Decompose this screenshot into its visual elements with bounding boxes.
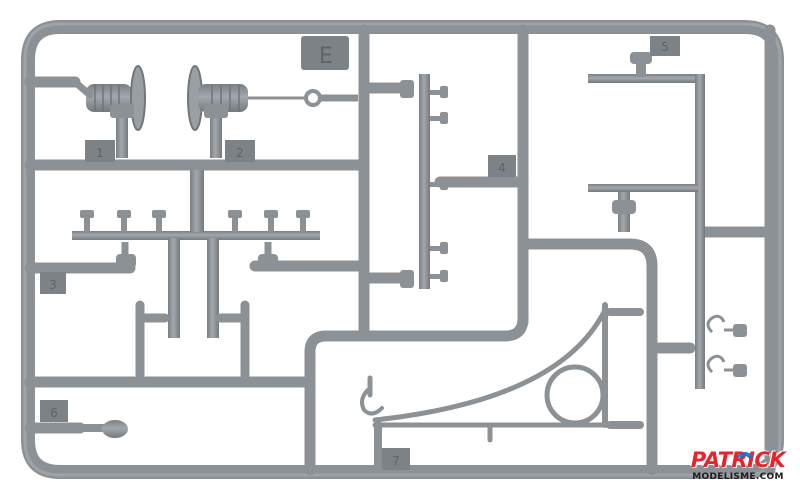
part-number-5: 5 (661, 40, 669, 54)
peg-rail-part-4 (400, 74, 448, 289)
part-tag-4 (488, 155, 516, 177)
part-tag-6 (40, 400, 68, 422)
part-tag-1 (85, 140, 115, 162)
bracket-pieces (135, 300, 250, 380)
inner-runners (24, 24, 776, 476)
part-number-1: 1 (96, 146, 104, 160)
part-number-6: 6 (50, 406, 58, 420)
part-number-7: 7 (392, 454, 400, 468)
part-tag-7 (382, 448, 410, 470)
part-number-4: 4 (498, 161, 506, 175)
sprue-letter: E (319, 44, 333, 69)
bulb-part-6 (66, 420, 128, 438)
watermark-brand: PATRICK (690, 448, 786, 472)
sprue-letter-tag: E (301, 36, 349, 70)
part-number-3: 3 (49, 278, 57, 292)
wifi-waves-icon (736, 452, 754, 459)
post-rail-part-3 (72, 170, 320, 338)
part-tag-3 (40, 272, 66, 294)
site-watermark: PATRICK MODELISME.COM (682, 448, 794, 492)
curved-bracket-part-7 (360, 302, 644, 469)
frame-part-5 (588, 52, 747, 389)
watermark-site: MODELISME.COM (692, 472, 784, 482)
searchlight-part-2 (187, 65, 358, 158)
part-number-2: 2 (236, 146, 244, 160)
searchlight-part-1 (71, 65, 146, 158)
part-tag-2 (225, 140, 255, 162)
part-tag-5 (650, 36, 680, 56)
